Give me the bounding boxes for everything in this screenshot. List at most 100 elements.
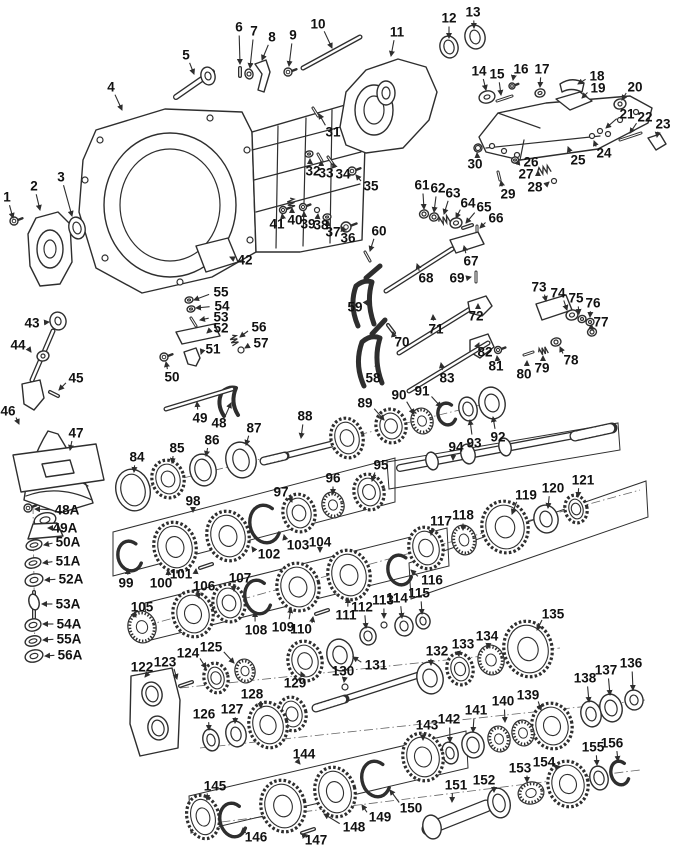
svg-text:56: 56 [251,320,267,335]
svg-text:56A: 56A [58,648,83,663]
part-key-147 [300,827,316,835]
part-washer-55A [24,635,42,647]
part-snap-ring-108 [243,578,273,616]
svg-text:125: 125 [200,640,223,655]
part-rail-71 [396,306,473,356]
callout-113: 113 [372,593,394,620]
callout-152: 152 [473,773,498,794]
callout-27: 27 [518,167,542,182]
part-ring-126 [202,728,220,752]
callout-50: 50 [164,361,180,385]
callout-128: 128 [241,687,264,710]
callout-127: 127 [221,702,243,725]
part-nut-112 [359,626,377,646]
part-pin-33 [316,152,324,163]
part-pins-21 [596,127,612,138]
svg-text:123: 123 [154,655,177,670]
svg-text:15: 15 [489,67,505,82]
part-washer-32 [304,150,314,158]
svg-text:18: 18 [589,69,605,84]
svg-text:81: 81 [488,359,504,374]
svg-text:96: 96 [325,471,341,486]
callout-101: 101 [170,567,199,582]
callout-140: 140 [492,694,514,724]
callout-106: 106 [193,579,216,599]
part-roller-140a [487,725,511,753]
callout-57: 57 [244,336,269,351]
svg-text:97: 97 [273,485,288,500]
callout-145: 145 [204,779,227,802]
callout-79: 79 [534,354,550,376]
callout-48A: 48A [33,503,80,518]
callout-54: 54 [194,299,230,314]
svg-text:21: 21 [619,107,635,122]
callout-68: 68 [415,263,434,286]
svg-text:114: 114 [386,591,408,606]
svg-text:40: 40 [287,213,302,228]
part-snap-ring-91 [436,401,458,427]
part-gear-119 [480,499,530,555]
callout-10: 10 [310,17,333,49]
svg-text:30: 30 [467,157,482,172]
callout-123: 123 [154,655,179,680]
part-roller-125 [234,658,256,684]
callout-117: 117 [428,514,452,537]
callout-53: 53 [199,310,229,325]
svg-text:129: 129 [284,676,307,691]
part-fork-58 [356,317,388,389]
svg-text:19: 19 [590,81,605,96]
part-stud-50 [159,352,174,362]
svg-text:78: 78 [563,353,579,368]
part-snap-ring-116 [386,553,413,587]
svg-text:65: 65 [476,200,492,215]
callout-124: 124 [177,646,207,669]
part-race-90 [410,407,434,435]
part-sleeve-102 [205,509,251,563]
svg-text:139: 139 [517,688,540,703]
part-spring-40 [287,197,296,210]
part-input-gear-88 [329,416,365,460]
svg-text:155: 155 [582,740,605,755]
svg-text:51A: 51A [56,554,81,569]
svg-text:49: 49 [192,411,207,426]
part-gear-135 [502,619,554,679]
callout-25: 25 [566,146,586,168]
svg-text:64: 64 [460,196,476,211]
part-plate-152 [487,787,511,819]
callout-50A: 50A [43,535,81,550]
part-snap-ring-156 [609,759,631,787]
svg-text:50A: 50A [56,535,81,550]
part-bell-opening [103,132,237,278]
part-snap-ring-99 [116,539,143,573]
svg-text:7: 7 [250,24,258,39]
part-spring-56 [229,334,239,347]
callout-53A: 53A [40,597,81,612]
svg-text:1: 1 [3,190,11,205]
callout-17: 17 [534,62,550,89]
svg-text:71: 71 [428,322,444,337]
callout-40: 40 [287,206,303,228]
callout-34: 34 [331,162,351,182]
svg-text:72: 72 [468,309,483,324]
part-oring-30 [473,143,483,153]
svg-text:68: 68 [418,271,434,286]
svg-text:128: 128 [241,687,264,702]
callout-69: 69 [449,271,472,286]
svg-text:49A: 49A [53,521,78,536]
part-ring-95 [352,472,386,512]
callout-132: 132 [426,644,449,667]
part-plate-122-hole-2 [147,715,169,741]
callout-111: 111 [335,596,357,623]
part-roller-96 [321,491,345,519]
callout-133: 133 [452,637,475,657]
part-washer-62 [428,212,440,222]
svg-text:108: 108 [245,623,268,638]
svg-text:55: 55 [213,285,229,300]
svg-text:124: 124 [177,646,200,661]
svg-text:110: 110 [290,622,312,637]
svg-text:51: 51 [205,342,221,357]
callout-77: 77 [588,315,609,330]
callout-141: 141 [465,703,488,734]
svg-text:132: 132 [426,644,449,659]
part-cover-detail [485,112,601,161]
